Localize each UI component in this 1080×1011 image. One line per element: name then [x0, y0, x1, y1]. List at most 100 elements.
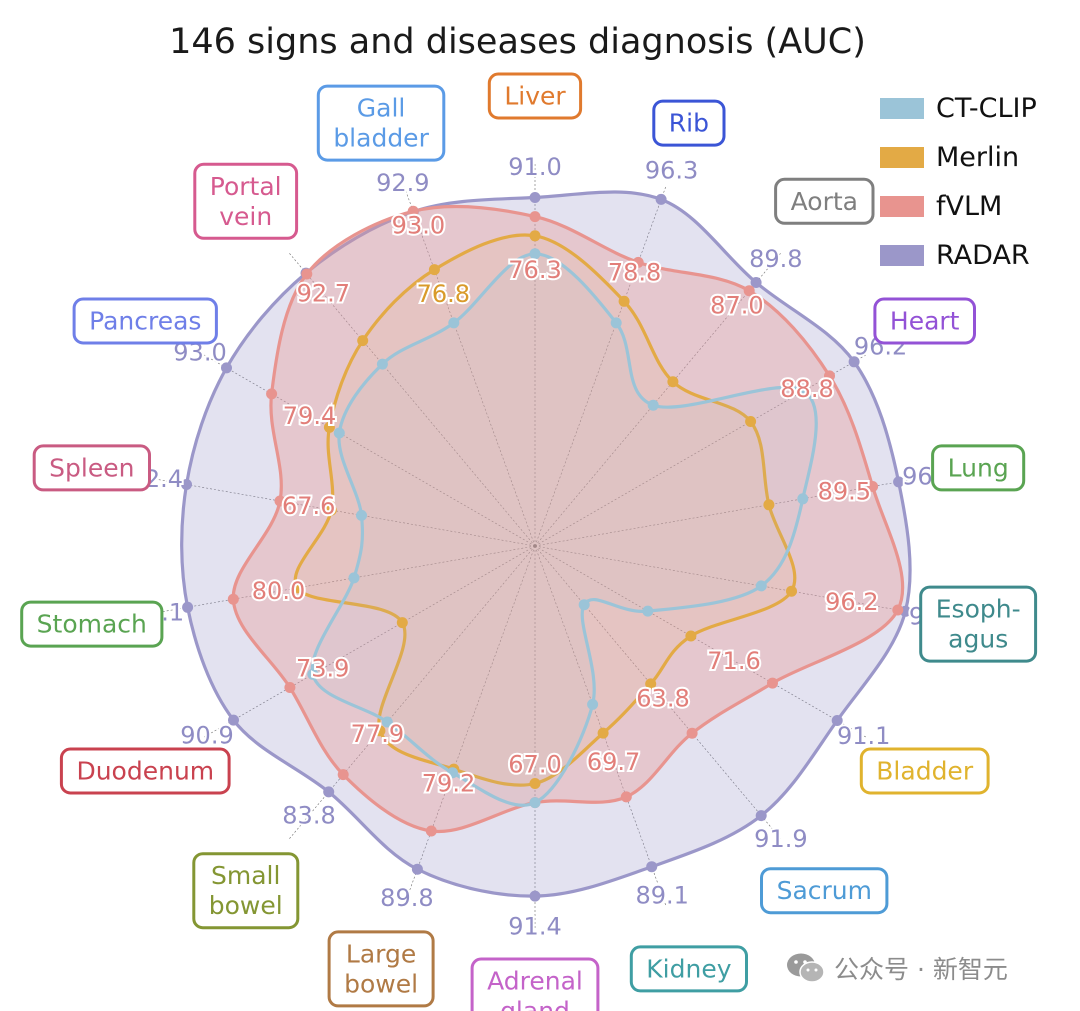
point-merlin-rib[interactable]: [618, 295, 630, 307]
point-merlin-sacrum[interactable]: [645, 678, 657, 690]
value-label-radar-kidney: 89.1: [635, 882, 688, 910]
point-ct-clip-pancreas[interactable]: [333, 427, 345, 439]
chart-title: 146 signs and diseases diagnosis (AUC): [169, 22, 866, 62]
category-label-liver: Liver: [504, 82, 566, 111]
point-ct-clip-aorta[interactable]: [647, 399, 659, 411]
point-radar-aorta[interactable]: [750, 277, 762, 288]
point-fvlm-portal-vein[interactable]: [301, 268, 313, 280]
legend-swatch-radar: [880, 245, 924, 266]
point-ct-clip-small-bowel[interactable]: [381, 716, 393, 728]
point-fvlm-heart[interactable]: [824, 370, 835, 382]
category-box-sacrum: [760, 867, 889, 915]
point-merlin-pancreas[interactable]: [323, 421, 335, 433]
point-fvlm-small-bowel[interactable]: [337, 769, 349, 781]
point-radar-large-bowel[interactable]: [411, 863, 423, 875]
point-merlin-spleen[interactable]: [325, 504, 337, 516]
point-fvlm-gall-bladder[interactable]: [407, 205, 419, 217]
point-radar-stomach[interactable]: [182, 601, 194, 613]
point-merlin-kidney[interactable]: [597, 727, 609, 739]
category-box-aorta: [774, 177, 875, 225]
point-merlin-heart[interactable]: [745, 416, 757, 427]
point-radar-pancreas[interactable]: [221, 362, 232, 374]
point-merlin-aorta[interactable]: [667, 376, 679, 388]
point-merlin-small-bowel[interactable]: [374, 725, 386, 737]
point-radar-liver[interactable]: [529, 192, 541, 203]
point-fvlm-liver[interactable]: [529, 211, 541, 223]
point-merlin-adrenal-gland[interactable]: [529, 778, 541, 789]
point-radar-spleen[interactable]: [181, 479, 192, 490]
category-box-stomach: [20, 600, 164, 648]
point-fvlm-kidney[interactable]: [620, 791, 632, 803]
point-fvlm-pancreas[interactable]: [266, 388, 278, 400]
point-merlin-bladder[interactable]: [685, 630, 697, 642]
category-label-esoph-agus-line-1: Esoph-: [936, 595, 1021, 624]
value-label-radar-bladder: 91.1: [837, 722, 890, 750]
point-ct-clip-liver[interactable]: [529, 248, 541, 260]
point-fvlm-spleen[interactable]: [274, 495, 286, 507]
point-fvlm-stomach[interactable]: [227, 593, 239, 605]
point-radar-small-bowel[interactable]: [323, 786, 335, 798]
point-ct-clip-rib[interactable]: [610, 317, 622, 329]
legend-label-radar: RADAR: [936, 240, 1030, 271]
point-merlin-portal-vein[interactable]: [357, 335, 369, 347]
category-label-pancreas: Pancreas: [89, 307, 201, 336]
point-merlin-duodenum[interactable]: [396, 617, 408, 629]
point-merlin-esoph-agus[interactable]: [786, 585, 797, 597]
point-radar-kidney[interactable]: [646, 861, 658, 873]
legend-item-merlin[interactable]: Merlin: [880, 133, 1037, 182]
point-ct-clip-adrenal-gland[interactable]: [529, 797, 541, 809]
point-ct-clip-large-bowel[interactable]: [447, 767, 458, 779]
point-ct-clip-portal-vein[interactable]: [376, 358, 388, 370]
point-fvlm-esoph-agus[interactable]: [892, 604, 904, 616]
point-merlin-lung[interactable]: [763, 499, 775, 511]
point-fvlm-aorta[interactable]: [743, 285, 755, 297]
point-radar-lung[interactable]: [893, 476, 905, 488]
point-ct-clip-stomach[interactable]: [348, 572, 360, 584]
point-ct-clip-sacrum[interactable]: [578, 599, 590, 611]
point-fvlm-bladder[interactable]: [767, 677, 778, 689]
category-label-sacrum: Sacrum: [777, 876, 872, 905]
category-box-bladder: [859, 747, 990, 795]
value-label-fvlm-liver: 76.3: [508, 256, 561, 284]
category-label-portal-vein-line-2: vein: [219, 202, 272, 231]
category-box-esoph-agus: [919, 585, 1038, 663]
point-radar-rib[interactable]: [655, 193, 667, 205]
point-ct-clip-heart[interactable]: [798, 385, 810, 397]
point-ct-clip-bladder[interactable]: [642, 605, 654, 617]
category-box-duodenum: [59, 747, 231, 795]
point-ct-clip-lung[interactable]: [797, 493, 809, 505]
point-merlin-gall-bladder[interactable]: [428, 264, 440, 276]
legend-item-ct-clip[interactable]: CT-CLIP: [880, 84, 1037, 133]
point-fvlm-sacrum[interactable]: [686, 727, 698, 739]
point-merlin-stomach[interactable]: [291, 582, 303, 594]
point-fvlm-large-bowel[interactable]: [425, 825, 437, 837]
category-box-liver: [487, 72, 583, 120]
point-fvlm-lung[interactable]: [867, 481, 879, 492]
category-label-stomach: Stomach: [37, 610, 147, 639]
point-ct-clip-spleen[interactable]: [356, 509, 367, 521]
legend-item-radar[interactable]: RADAR: [880, 231, 1037, 280]
category-label-adrenal-gland-line-2: gland: [500, 997, 570, 1011]
point-fvlm-duodenum[interactable]: [284, 682, 296, 693]
legend-item-fvlm[interactable]: fVLM: [880, 182, 1037, 231]
point-ct-clip-esoph-agus[interactable]: [755, 580, 767, 592]
value-label-fvlm-rib: 78.8: [608, 259, 661, 287]
point-radar-adrenal-gland[interactable]: [529, 890, 541, 902]
point-fvlm-rib[interactable]: [632, 256, 644, 268]
category-label-small-bowel-line-2: bowel: [209, 891, 283, 920]
point-radar-sacrum[interactable]: [755, 810, 767, 822]
point-merlin-liver[interactable]: [529, 230, 541, 242]
point-radar-bladder[interactable]: [831, 715, 843, 726]
category-label-aorta: Aorta: [791, 187, 858, 216]
point-radar-duodenum[interactable]: [228, 714, 239, 726]
point-radar-heart[interactable]: [848, 356, 860, 368]
point-ct-clip-gall-bladder[interactable]: [448, 317, 460, 329]
value-label-fvlm-large-bowel: 79.2: [422, 770, 475, 798]
point-ct-clip-duodenum[interactable]: [307, 668, 319, 680]
value-label-radar-duodenum: 90.9: [180, 721, 233, 749]
value-label-radar-gall-bladder: 92.9: [376, 169, 429, 197]
point-ct-clip-kidney[interactable]: [587, 698, 599, 710]
category-label-duodenum: Duodenum: [76, 757, 214, 786]
value-label-radar-small-bowel: 83.8: [282, 801, 335, 829]
